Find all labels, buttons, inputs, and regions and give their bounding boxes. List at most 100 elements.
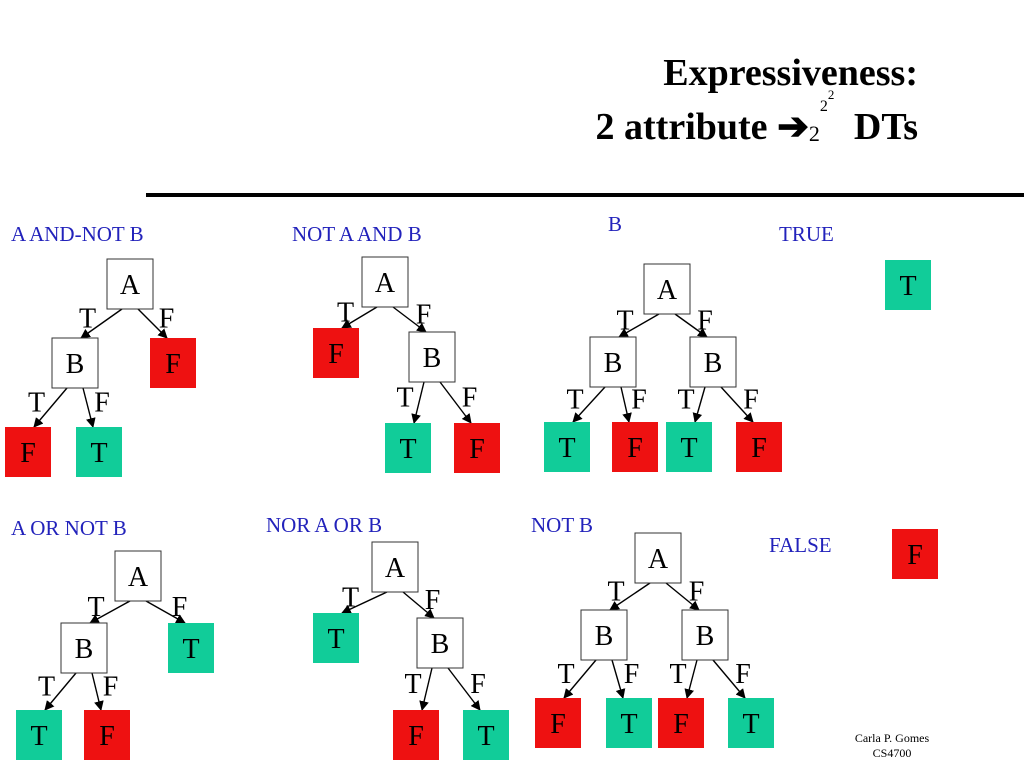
tree-not-b-leaf-rr-box [728,698,774,748]
tree-nor-a-or-b-leaf-rr: T [463,710,509,760]
tree-not-b-leaf-lr-text: T [620,709,637,740]
title-expressiveness: Expressiveness: [663,52,918,94]
tree-not-b-node-r: B [681,609,729,661]
tree-nor-a-or-b-root-box [371,541,419,593]
tree-b-edge-rl-label: T [677,385,694,416]
title-line-2: 2 attribute ➔222 DTs [595,88,918,148]
tree-a-and-not-b-node-l-text: B [66,349,85,380]
tree-a-and-not-b-node-l: B [51,337,99,389]
tree-label-false: FALSE [769,533,832,557]
tree-label-a-and-not-b: A AND-NOT B [11,222,144,246]
tree-b-leaf-rr-text: F [751,433,767,464]
tree-not-b-node-l-text: B [595,621,614,652]
tree-a-or-not-b-root-box [114,550,162,602]
tree-label-not-a-and-b: NOT A AND B [292,222,422,246]
tree-a-or-not-b-edge-l-label: T [87,592,104,623]
tree-b-edge-l-arrow [618,313,660,338]
tree-nor-a-or-b-edge-rr-label: F [470,669,486,700]
tree-a-or-not-b-edge-r-arrow [145,600,186,624]
tree-nor-a-or-b-leaf-rr-text: T [477,721,494,752]
tree-a-or-not-b-leaf-lr-box [84,710,130,760]
tree-not-b-leaf-ll-text: F [550,709,566,740]
tree-nor-a-or-b-leaf-l-box [313,613,359,663]
tree-nor-a-or-b-edge-l-arrow [341,591,388,614]
tree-b-root-box [643,263,691,315]
tree-not-b-node-r-box [681,609,729,661]
title-attribute-text: 2 attribute [595,106,768,148]
tree-a-and-not-b-root: A [106,258,154,310]
tree-label-b: B [608,212,623,236]
tree-b-node-r-text: B [704,348,723,379]
right-arrow-icon: ➔ [777,106,809,148]
tree-b-leaf-rr-box [736,422,782,472]
tree-b-node-l-box [589,336,637,388]
tree-not-b-leaf-rr: T [728,698,774,748]
tree-label-not-b: NOT B [531,513,594,537]
tree-b-node-l: B [589,336,637,388]
tree-not-b-edge-ll-arrow [563,659,597,699]
tree-not-b-edge-lr-arrow [611,659,626,699]
tree-b-edge-ll-label: T [566,385,583,416]
tree-not-b-node-l-box [580,609,628,661]
tree-not-a-and-b-edge-rl-label: T [396,383,413,414]
tree-nor-a-or-b-node-r-box [416,617,464,669]
tree-a-and-not-b-root-box [106,258,154,310]
tree-not-a-and-b-leaf-rr: F [454,423,500,473]
tree-b-leaf-rr: F [736,422,782,472]
title-line-1: Expressiveness: [663,54,918,92]
tree-not-a-and-b-node-r-box [408,331,456,383]
tree-not-b-edge-r-label: F [689,577,705,608]
tree-not-b-node-l: B [580,609,628,661]
tree-b-leaf-lr: F [612,422,658,472]
tree-label-true: TRUE [779,222,834,246]
tree-not-a-and-b-leaf-rl-text: T [399,434,416,465]
tree-a-or-not-b-leaf-ll-box [16,710,62,760]
title-divider [146,193,1024,197]
tree-not-b-leaf-rr-text: T [742,709,759,740]
tree-not-b-leaf-rl-box [658,698,704,748]
tree-nor-a-or-b-edge-l-label: T [342,583,359,614]
tree-b-edge-lr-label: F [631,385,647,416]
tree-not-a-and-b-root-text: A [375,268,396,299]
tree-not-b-edge-rl-label: T [669,659,686,690]
tree-a-or-not-b-leaf-r: T [168,623,214,673]
tree-nor-a-or-b-root: A [371,541,419,593]
tree-b-leaf-ll-box [544,422,590,472]
tree-false-leaf: F [892,529,938,579]
tree-not-a-and-b-leaf-l-text: F [328,339,344,370]
tree-not-b-edge-ll-label: T [557,659,574,690]
tree-not-b-leaf-lr-box [606,698,652,748]
tree-a-and-not-b-leaf-r: F [150,338,196,388]
tree-not-a-and-b-root: A [361,256,409,308]
tree-b-edge-rr-arrow [720,386,754,423]
tree-true-leaf-box [885,260,931,310]
tree-nor-a-or-b-leaf-rl: F [393,710,439,760]
tree-a-and-not-b-edge-l-arrow [80,308,123,339]
tree-b-edge-lr-arrow [620,386,632,423]
tree-a-and-not-b-leaf-ll-box [5,427,51,477]
tree-label-nor-a-or-b: NOR A OR B [266,513,383,537]
tree-not-a-and-b-node-r-text: B [423,343,442,374]
credit-author: Carla P. Gomes [854,731,930,745]
tree-a-or-not-b-leaf-lr: F [84,710,130,760]
tree-a-or-not-b-edge-lr-label: F [103,672,119,703]
tree-not-a-and-b-edge-rr-arrow [439,381,472,424]
tree-not-b-edge-r-arrow [665,582,700,611]
tree-a-or-not-b-leaf-r-box [168,623,214,673]
tree-b-leaf-rl: T [666,422,712,472]
tree-b-leaf-rl-box [666,422,712,472]
tree-b-edge-r-arrow [674,313,708,338]
tree-a-and-not-b-edge-r-label: F [159,304,175,335]
tree-not-b-root-box [634,532,682,584]
tree-a-or-not-b-edge-ll-label: T [38,672,55,703]
tree-not-b-leaf-ll: F [535,698,581,748]
tree-a-or-not-b-node-l: B [60,622,108,674]
tree-a-or-not-b-root-text: A [128,562,149,593]
tree-a-or-not-b-leaf-ll-text: T [30,721,47,752]
tree-a-and-not-b-edge-l-label: T [79,304,96,335]
tree-not-b-leaf-lr: T [606,698,652,748]
tree-not-a-and-b-edge-l-arrow [341,306,378,329]
tree-b-edge-rl-arrow [692,386,706,423]
tree-a-and-not-b-root-text: A [120,270,141,301]
